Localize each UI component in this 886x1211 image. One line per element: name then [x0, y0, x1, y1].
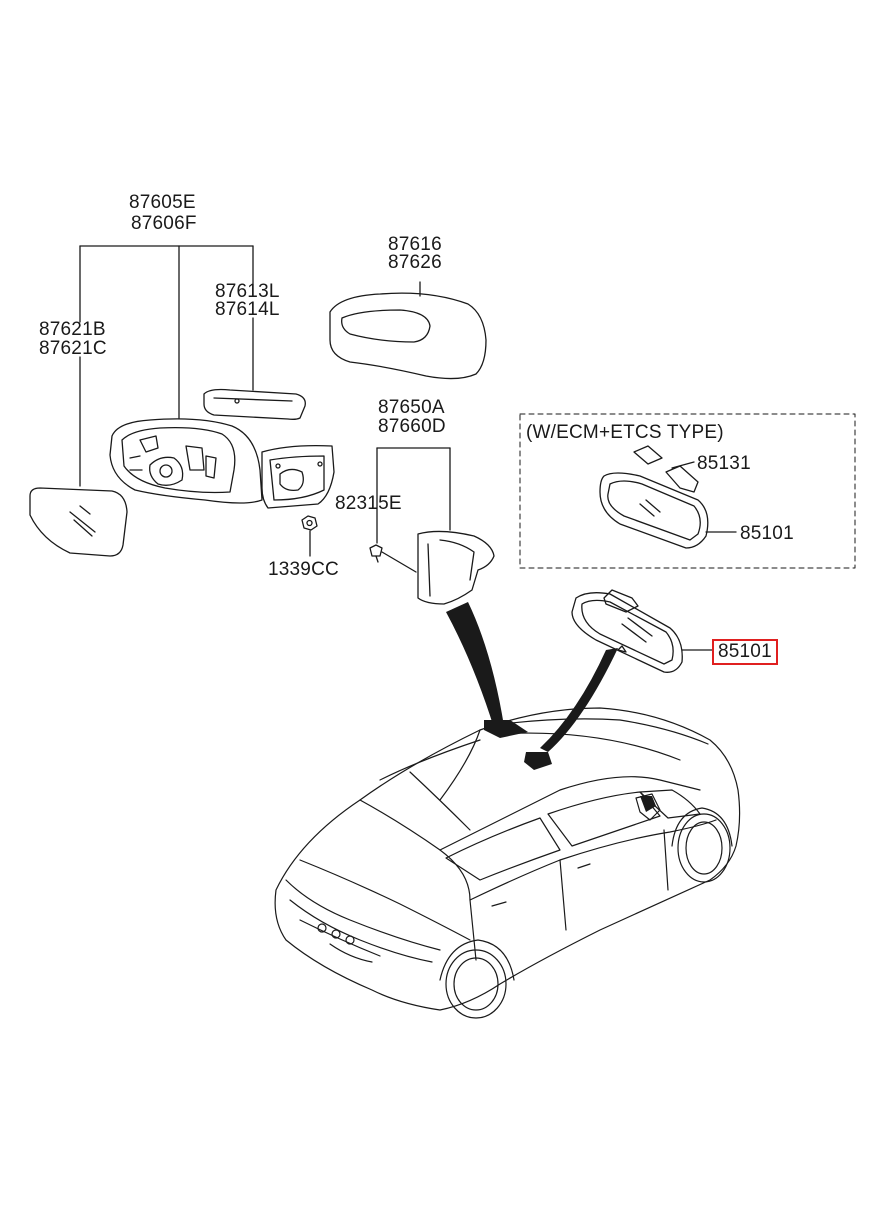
- label-screw: 82315E: [335, 493, 402, 514]
- inside-mirror-part: [571, 589, 713, 673]
- scalp-cover-part: [329, 281, 487, 380]
- screw-part: [369, 544, 417, 573]
- pointer-arrows: [446, 602, 656, 812]
- car-side-mirror: [635, 793, 661, 821]
- label-side-repeater-1: 87613L: [215, 281, 280, 302]
- label-outside-mirror-1: 87605E: [129, 192, 196, 213]
- label-bracket-85131: 85131: [697, 453, 751, 474]
- label-outside-mirror-2: 87606F: [131, 213, 197, 234]
- label-inside-cover-2: 87660D: [378, 416, 446, 437]
- side-repeater-part: [203, 388, 306, 420]
- car-body: [274, 707, 741, 1019]
- label-inside-cover-1: 87650A: [378, 397, 445, 418]
- label-scalp-cover-2: 87626: [388, 252, 442, 273]
- label-mirror-glass-1: 87621B: [39, 319, 106, 340]
- label-mirror-glass-2: 87621C: [39, 338, 107, 359]
- leader-87605e: [79, 245, 254, 487]
- label-side-repeater-2: 87614L: [215, 299, 280, 320]
- label-scalp-cover-1: 87616: [388, 234, 442, 255]
- mirror-glass-part: [29, 487, 128, 557]
- option-inside-mirror-part: [599, 472, 737, 549]
- outside-mirror-body: [109, 418, 335, 509]
- option-box: [519, 413, 856, 569]
- inside-cover-bracket: [376, 447, 451, 544]
- inside-cover-part: [417, 530, 495, 605]
- bracket-85131-part: [633, 445, 699, 493]
- label-nut: 1339CC: [268, 559, 339, 580]
- label-inside-mirror-highlighted[interactable]: 85101: [712, 639, 778, 665]
- label-option-inside-mirror: 85101: [740, 523, 794, 544]
- label-option-box-title: (W/ECM+ETCS TYPE): [526, 422, 724, 443]
- nut-part: [301, 515, 318, 557]
